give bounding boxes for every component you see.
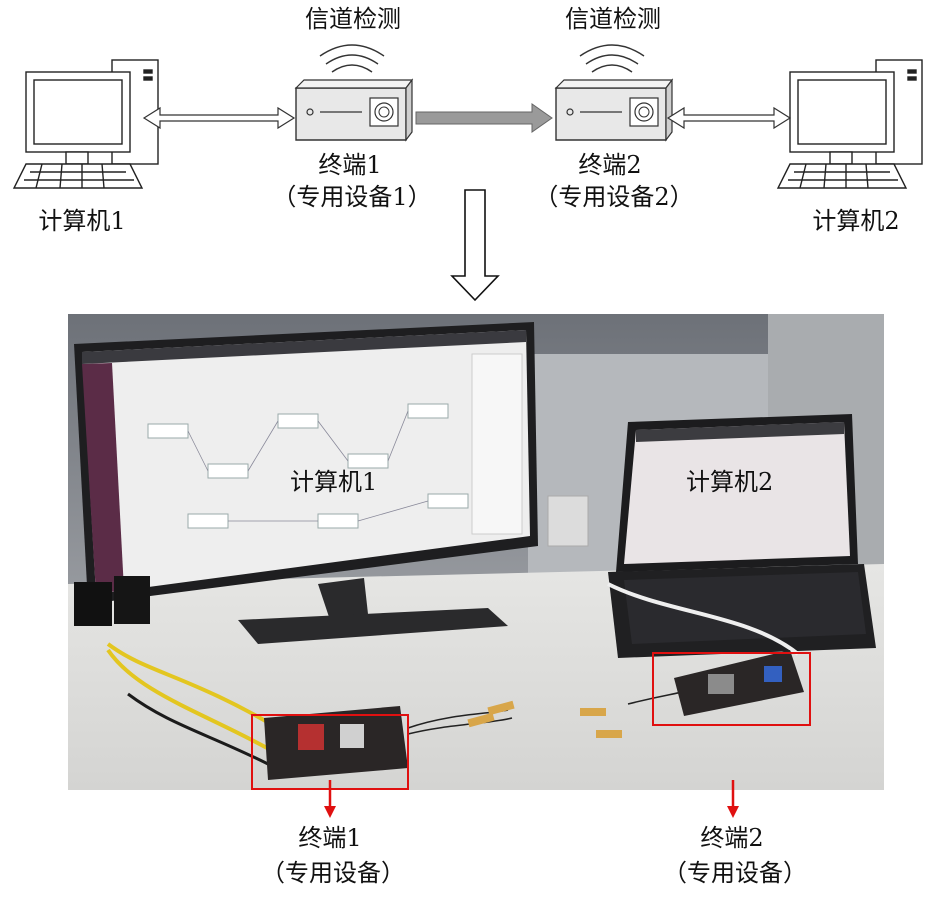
red-pointer-arrow bbox=[727, 780, 739, 818]
red-pointer-arrow bbox=[324, 780, 336, 818]
wireless-signal-icon bbox=[319, 44, 385, 73]
schematic-diagram bbox=[12, 44, 923, 302]
terminal2-highlight-box bbox=[652, 652, 811, 726]
pointer-arrows bbox=[324, 780, 739, 818]
desktop-computer-icon bbox=[12, 59, 159, 189]
photo-computer1-label: 计算机1 bbox=[290, 468, 378, 496]
channel-detect-label-1: 信道检测 bbox=[305, 5, 401, 33]
terminal2-sublabel: （专用设备2） bbox=[534, 183, 694, 211]
terminal1-label: 终端1 bbox=[318, 151, 382, 179]
bottom-terminal2-sublabel: （专用设备） bbox=[663, 859, 807, 887]
wireless-signal-icon bbox=[579, 44, 645, 73]
channel-detect-label-2: 信道检测 bbox=[565, 5, 661, 33]
terminal-device-icon bbox=[554, 78, 674, 142]
terminal1-highlight-box bbox=[251, 714, 409, 790]
bottom-terminal1-label: 终端1 bbox=[298, 824, 362, 852]
gray-transmission-arrow bbox=[415, 103, 553, 133]
computer1-label: 计算机1 bbox=[38, 207, 126, 235]
bottom-terminal2-label: 终端2 bbox=[700, 824, 764, 852]
computer2-label: 计算机2 bbox=[812, 207, 900, 235]
photo-computer2-label: 计算机2 bbox=[686, 468, 774, 496]
down-arrow-icon bbox=[450, 189, 500, 302]
desktop-computer-icon bbox=[776, 59, 923, 189]
bottom-terminal1-sublabel: （专用设备） bbox=[261, 859, 405, 887]
lab-setup-photo: 计算机1 计算机2 bbox=[68, 314, 884, 790]
photo-illustration bbox=[68, 314, 884, 790]
bidirectional-arrow bbox=[142, 106, 296, 130]
terminal-device-icon bbox=[294, 78, 414, 142]
terminal1-sublabel: （专用设备1） bbox=[272, 183, 432, 211]
bidirectional-arrow bbox=[666, 106, 792, 130]
terminal2-label: 终端2 bbox=[578, 151, 642, 179]
